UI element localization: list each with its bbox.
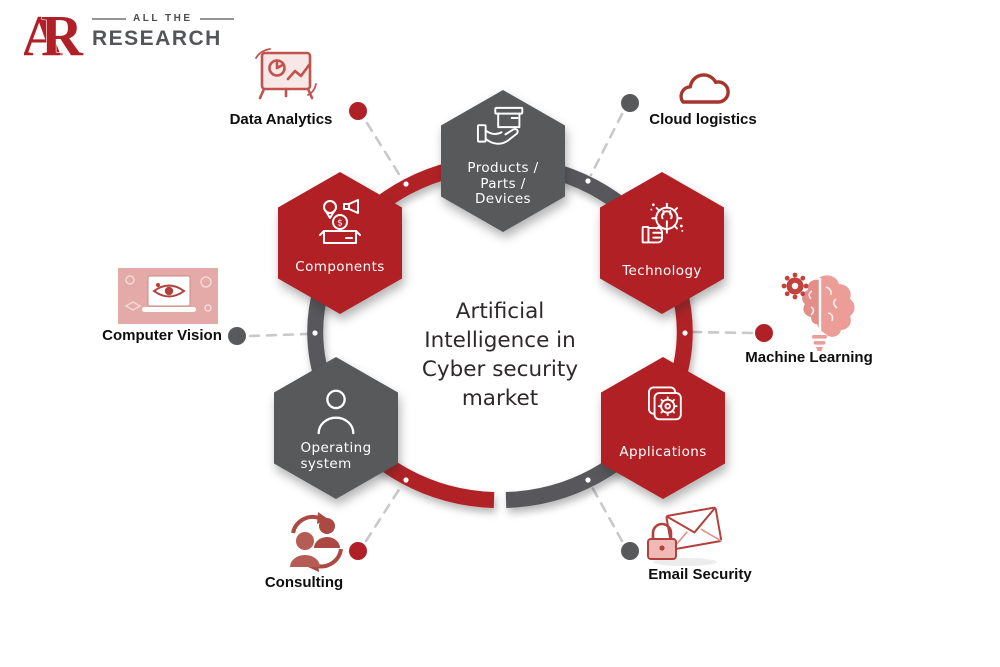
label-consulting: Consulting (264, 574, 344, 591)
title-line-3: Cyber security (421, 357, 579, 382)
hexagon-operating-system: Operating system (274, 357, 398, 499)
location-pin (323, 200, 337, 214)
ring-node-cloud-logistics (585, 178, 591, 184)
email-security-icon (647, 506, 723, 566)
dollar-coin (332, 214, 348, 230)
title-line-1: Artificial (455, 299, 545, 324)
svg-text:$: $ (337, 219, 343, 229)
logo-all-the: ALL THE (133, 13, 193, 24)
person-front (290, 532, 320, 567)
dot-computer-vision (228, 327, 246, 345)
data-analytics-icon (255, 48, 317, 100)
label-computer-vision: Computer Vision (102, 327, 222, 344)
megaphone (348, 199, 359, 214)
ar-monogram-icon: A R (24, 8, 84, 60)
hexagon-products-parts-devices: Products / Parts / Devices (441, 90, 565, 232)
ring-node-data-analytics (403, 181, 409, 187)
ring-node-machine-learning (682, 330, 688, 336)
ring-node-computer-vision (312, 330, 318, 336)
stacked-windows-gear-icon (648, 386, 682, 421)
dot-data-analytics (349, 102, 367, 120)
ring-node-consulting (403, 477, 409, 483)
wallet (323, 230, 357, 244)
padlock (647, 522, 677, 560)
hexagon-applications: Applications (601, 357, 725, 499)
brain (802, 275, 855, 337)
hexagon-technology: Technology (600, 172, 724, 314)
hand-holding-box-icon (476, 106, 524, 145)
cycle-arrows (291, 514, 343, 569)
monogram-letter-a: A (24, 8, 63, 60)
cloud-icon (679, 73, 730, 104)
connector-machine-learning (691, 330, 754, 335)
connector-cloud-logistics (589, 112, 624, 177)
all-the-research-logo: A R ALL THE RESEARCH (24, 8, 234, 60)
hexagon-components: $ Components (278, 172, 402, 314)
machine-learning-brain-icon (781, 272, 855, 351)
logo-text: ALL THE RESEARCH (92, 14, 234, 50)
connector-email-security (590, 485, 624, 543)
label-cloud-logistics: Cloud logistics (649, 111, 757, 128)
person-outline-icon (317, 389, 355, 435)
bulb-base (812, 335, 827, 351)
monogram-letter-r: R (41, 8, 84, 60)
computer-vision-icon (118, 268, 218, 324)
hexagon-label-technology: Technology (622, 263, 702, 279)
eye-pupil (164, 286, 174, 296)
dot-email-security (621, 542, 639, 560)
label-email-security: Email Security (648, 566, 752, 583)
gear (781, 272, 809, 300)
connector-computer-vision (248, 332, 309, 338)
logo-rule-right (199, 18, 234, 20)
dot-cloud-logistics (621, 94, 639, 112)
eye-outline (152, 284, 186, 298)
hexagon-label-components: Components (295, 259, 385, 275)
logo-research: RESEARCH (92, 27, 222, 50)
consulting-people-icon (290, 512, 343, 572)
hexagon-label-applications: Applications (619, 444, 707, 460)
dot-consulting (349, 542, 367, 560)
label-machine-learning: Machine Learning (745, 349, 873, 366)
wrench-glyph (661, 210, 673, 228)
diagram-title: Artificial Intelligence in Cyber securit… (340, 297, 660, 413)
label-data-analytics: Data Analytics (229, 111, 333, 128)
pin-megaphone-money-icon: $ (319, 199, 361, 244)
dot-machine-learning (755, 324, 773, 342)
title-line-4: market (461, 386, 539, 411)
envelope (665, 506, 723, 551)
hexagon-label-operating-system: Operating system (300, 440, 372, 472)
title-line-2: Intelligence in (424, 328, 576, 353)
gear-wrench-hand-icon (641, 202, 684, 244)
person-back (314, 518, 340, 548)
connector-consulting (364, 483, 404, 543)
logo-top-line: ALL THE (92, 14, 234, 24)
logo-rule-left (92, 18, 126, 20)
ring-node-email-security (585, 477, 591, 483)
hexagon-label-products: Products / Parts / Devices (467, 160, 539, 208)
connector-data-analytics (365, 121, 404, 181)
